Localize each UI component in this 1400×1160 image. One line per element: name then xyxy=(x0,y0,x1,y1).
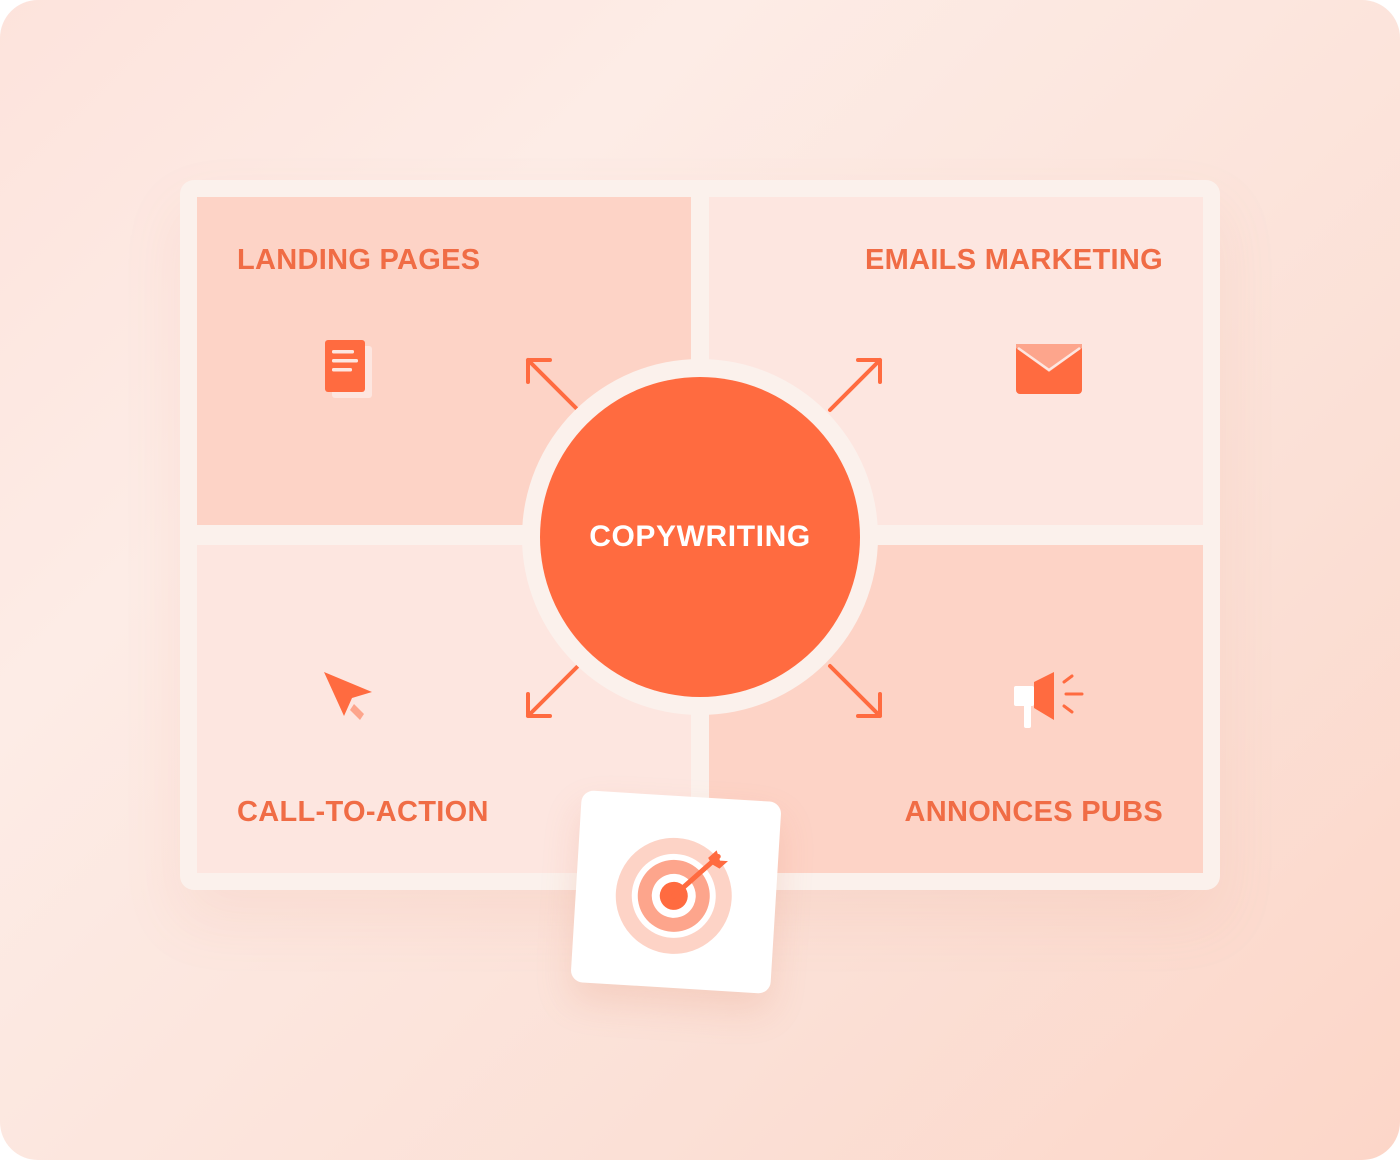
arrow-to-landing-pages-icon xyxy=(526,358,580,412)
arrow-to-annonces-pubs-icon xyxy=(828,664,882,718)
label-annonces-pubs: ANNONCES PUBS xyxy=(904,796,1163,828)
envelope-icon xyxy=(1016,344,1082,394)
target-icon xyxy=(615,837,732,954)
cursor-arrow-icon xyxy=(324,672,372,720)
label-emails-marketing: EMAILS MARKETING xyxy=(864,244,1163,276)
label-landing-pages: LANDING PAGES xyxy=(237,244,481,276)
megaphone-icon xyxy=(1014,672,1084,728)
copywriting-hub: COPYWRITING xyxy=(540,377,860,697)
label-call-to-action: CALL-TO-ACTION xyxy=(237,796,489,828)
hub-label: COPYWRITING xyxy=(589,520,811,553)
arrow-to-call-to-action-icon xyxy=(526,664,580,718)
arrow-to-emails-marketing-icon xyxy=(828,358,882,412)
target-badge-card xyxy=(570,790,782,994)
document-icon xyxy=(325,340,372,398)
